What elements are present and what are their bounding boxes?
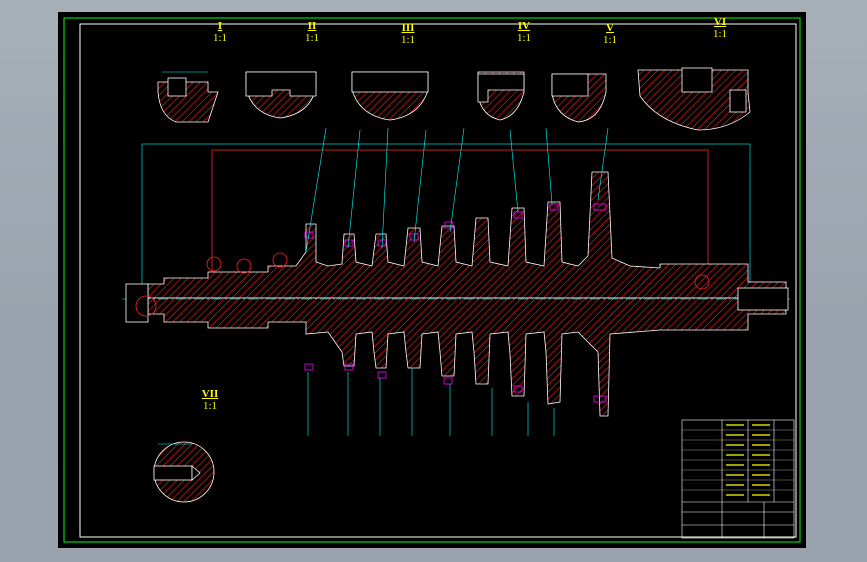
title-block-rows	[682, 429, 794, 491]
outer-border	[63, 17, 801, 543]
view-label-IV-number: IV	[517, 20, 531, 32]
detail-view-I	[157, 71, 219, 123]
detail-view-II	[245, 71, 317, 119]
view-label-II-scale: 1:1	[304, 32, 320, 44]
dimension-frame-inner	[211, 149, 709, 281]
view-label-VI-scale: 1:1	[712, 28, 728, 40]
bore-right	[737, 287, 789, 311]
view-label-III-number: III	[401, 22, 415, 34]
title-block-text-marks	[726, 424, 770, 496]
view-label-V-scale: 1:1	[602, 34, 618, 46]
view-label-I-number: I	[217, 20, 223, 32]
detail-view-IV	[477, 71, 525, 121]
title-block	[681, 419, 795, 539]
view-label-VII-scale: 1:1	[202, 400, 218, 412]
view-label-I-scale: 1:1	[212, 32, 228, 44]
detail-markers	[135, 252, 710, 317]
detail-view-VI	[637, 67, 751, 131]
rotor-upper-section	[147, 171, 787, 299]
view-label-II-number: II	[307, 20, 317, 32]
detail-view-III	[351, 71, 429, 121]
detail-view-V	[551, 73, 607, 123]
view-label-VI-number: VI	[713, 16, 727, 28]
cad-drawing	[63, 17, 801, 543]
leader-lines	[305, 127, 609, 436]
inner-border	[79, 23, 797, 538]
view-label-VII-number: VII	[201, 388, 219, 400]
bore-left	[125, 283, 149, 323]
detail-view-VII	[153, 441, 215, 503]
view-label-III-scale: 1:1	[400, 34, 416, 46]
rotor-lower-section	[147, 297, 787, 417]
view-label-V-number: V	[606, 22, 614, 34]
view-label-IV-scale: 1:1	[516, 32, 532, 44]
